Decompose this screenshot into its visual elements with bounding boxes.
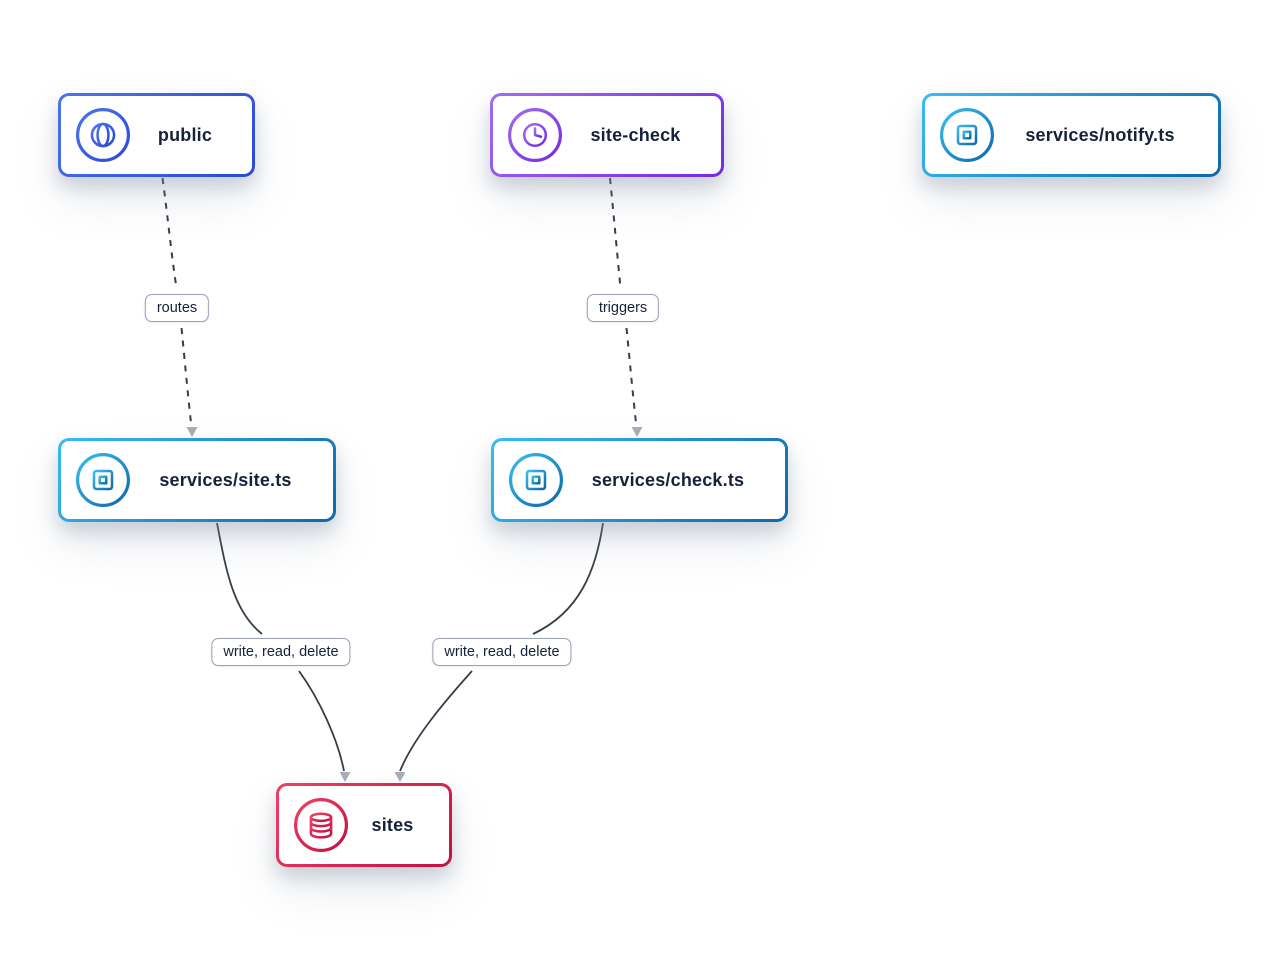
chip-icon <box>507 451 565 509</box>
node-label-services-check: services/check.ts <box>591 469 745 490</box>
edge-site-to-sites <box>298 670 345 772</box>
node-label-site-check: site-check <box>590 124 681 145</box>
node-label-public: public <box>157 124 213 145</box>
arrowhead <box>394 772 406 782</box>
edge-public-to-site <box>180 327 193 428</box>
arrowheads <box>186 427 643 782</box>
node-label-services-notify: services/notify.ts <box>1025 124 1175 145</box>
node-label-services-site: services/site.ts <box>159 469 292 490</box>
arrowhead <box>631 427 643 437</box>
globe-icon <box>74 106 132 164</box>
edge-site-to-sites <box>216 522 263 635</box>
node-label-sites: sites <box>371 814 414 835</box>
node-services-notify[interactable]: services/notify.ts <box>922 93 1221 177</box>
chip-icon <box>938 106 996 164</box>
node-sites[interactable]: sites <box>276 783 452 867</box>
arrowhead <box>186 427 198 437</box>
edge-label-write-read-delete: write, read, delete <box>432 638 572 666</box>
edge-sitecheck-to-check <box>625 327 638 428</box>
edge-check-to-sites <box>399 670 473 772</box>
edge-label-triggers: triggers <box>586 294 660 322</box>
node-services-site[interactable]: services/site.ts <box>58 438 336 522</box>
chip-icon <box>74 451 132 509</box>
edge-check-to-sites <box>532 522 604 635</box>
clock-icon <box>506 106 564 164</box>
node-site-check[interactable]: site-check <box>490 93 724 177</box>
edge-public-to-site <box>161 177 178 289</box>
edge-label-routes: routes <box>144 294 210 322</box>
edge-sitecheck-to-check <box>609 177 622 289</box>
edge-label-write-read-delete: write, read, delete <box>211 638 351 666</box>
node-public[interactable]: public <box>58 93 255 177</box>
database-icon <box>292 796 350 854</box>
arrowhead <box>339 772 351 782</box>
node-services-check[interactable]: services/check.ts <box>491 438 788 522</box>
